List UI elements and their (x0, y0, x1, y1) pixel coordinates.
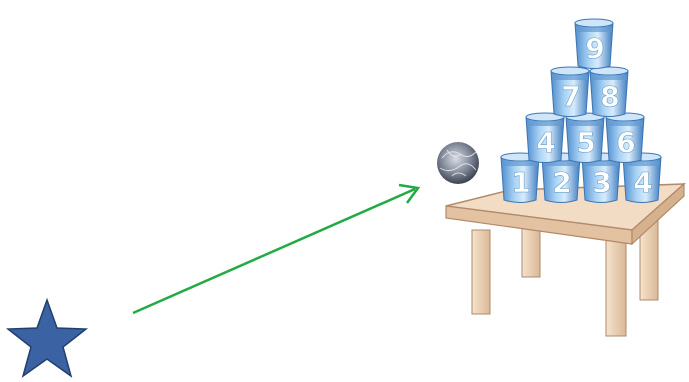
cup-7: 6 (605, 112, 645, 163)
cup-6: 5 (565, 112, 605, 163)
arrow-icon (132, 183, 421, 315)
cup-number: 2 (552, 166, 571, 199)
cup-5: 4 (525, 112, 565, 163)
cup-number: 7 (561, 80, 580, 113)
steel-wool-ball (437, 142, 479, 184)
cup-3: 3 (581, 152, 621, 203)
cup-number: 4 (633, 166, 652, 199)
cup-number: 5 (576, 126, 595, 159)
cup-number: 4 (536, 126, 555, 159)
table (445, 182, 687, 337)
cup-8: 7 (550, 66, 590, 117)
star-icon (5, 297, 89, 378)
cup-number: 1 (511, 166, 530, 199)
cup-9: 8 (589, 66, 629, 117)
cup-number: 6 (616, 126, 635, 159)
cup-number: 9 (585, 32, 604, 65)
cup-10: 9 (574, 18, 614, 69)
cup-4: 4 (622, 152, 662, 203)
cup-number: 3 (592, 166, 611, 199)
cup-number: 8 (600, 80, 619, 113)
